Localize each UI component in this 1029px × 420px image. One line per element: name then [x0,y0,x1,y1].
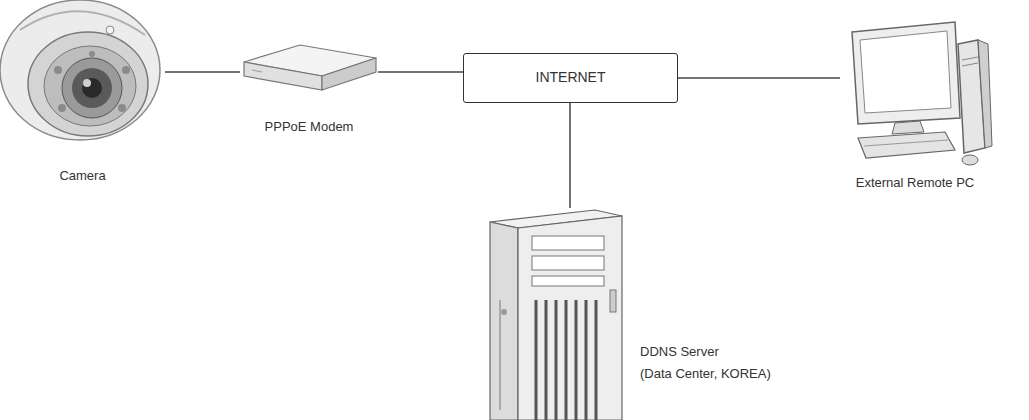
desktop-pc-illustration-part [858,132,955,158]
desktop-pc-illustration-part [978,40,992,148]
modem-illustration-part [322,58,376,90]
server-tower-illustration-part [532,256,604,270]
network-cable [165,71,240,73]
server-tower-illustration-part-part [595,300,598,420]
dome-camera-illustration-part [106,26,114,34]
server-tower-illustration-part [532,276,604,286]
device-label: DDNS Server [640,344,719,360]
server-tower-illustration-part [610,290,616,312]
dome-camera-illustration-part [83,79,91,87]
dome-camera-illustration-part [122,66,130,74]
server-tower-illustration-part-part [545,300,548,420]
dome-camera-illustration-part [44,46,136,126]
modem-device: PPPoE Modem [240,40,378,137]
dome-camera-illustration-part [62,58,122,118]
server-tower-illustration-part [500,300,501,410]
dome-camera-illustration-part [89,51,95,57]
dome-camera-illustration-part [82,78,102,98]
modem-illustration-part [244,62,322,90]
network-cable [678,77,840,79]
server-tower-illustration-part [536,300,596,420]
network-cable [569,103,571,208]
server-tower-illustration-part-part [575,300,578,420]
server-tower-illustration-part-part [555,300,558,420]
desktop-pc-illustration-part [864,140,948,146]
server-tower-illustration-part [501,309,507,315]
modem-illustration [244,45,376,90]
server-tower-illustration-part [518,216,622,420]
remote-pc-device: External Remote PC [840,25,990,195]
network-cable [378,71,463,73]
desktop-pc-illustration-part [962,155,978,165]
device-sublabel: (Data Center, KOREA) [640,366,771,382]
network-label: INTERNET [424,69,717,85]
device-label: Camera [0,168,205,184]
server-tower-illustration-part-part [565,300,568,420]
desktop-pc-illustration [852,22,992,165]
dome-camera-illustration-part [58,104,66,112]
dome-camera-illustration-part [0,0,160,140]
dome-camera-illustration-part [118,104,126,112]
dome-camera-illustration [0,0,160,140]
desktop-pc-illustration-part [892,121,924,134]
modem-illustration-part [252,70,262,72]
ddns-server-device: DDNS Server (Data Center, KOREA) [488,208,778,420]
dome-camera-illustration-part [28,32,148,136]
desktop-pc-illustration-part [852,22,960,124]
server-tower-illustration-part [532,236,604,250]
server-tower-illustration [490,210,622,420]
server-tower-illustration-part-part [535,300,538,420]
desktop-pc-illustration-part [962,63,978,66]
internet-box: INTERNET [463,53,678,103]
server-tower-illustration-part-part [585,300,588,420]
dome-camera-illustration-part [20,11,145,35]
desktop-pc-illustration-part [860,31,951,113]
device-label: PPPoE Modem [200,119,418,135]
device-label: External Remote PC [800,175,1029,191]
server-tower-illustration-part [490,222,518,420]
camera-device: Camera [0,0,165,190]
dome-camera-illustration-part [54,66,62,74]
desktop-pc-illustration-part [962,57,978,60]
dome-camera-illustration-part [72,68,112,108]
